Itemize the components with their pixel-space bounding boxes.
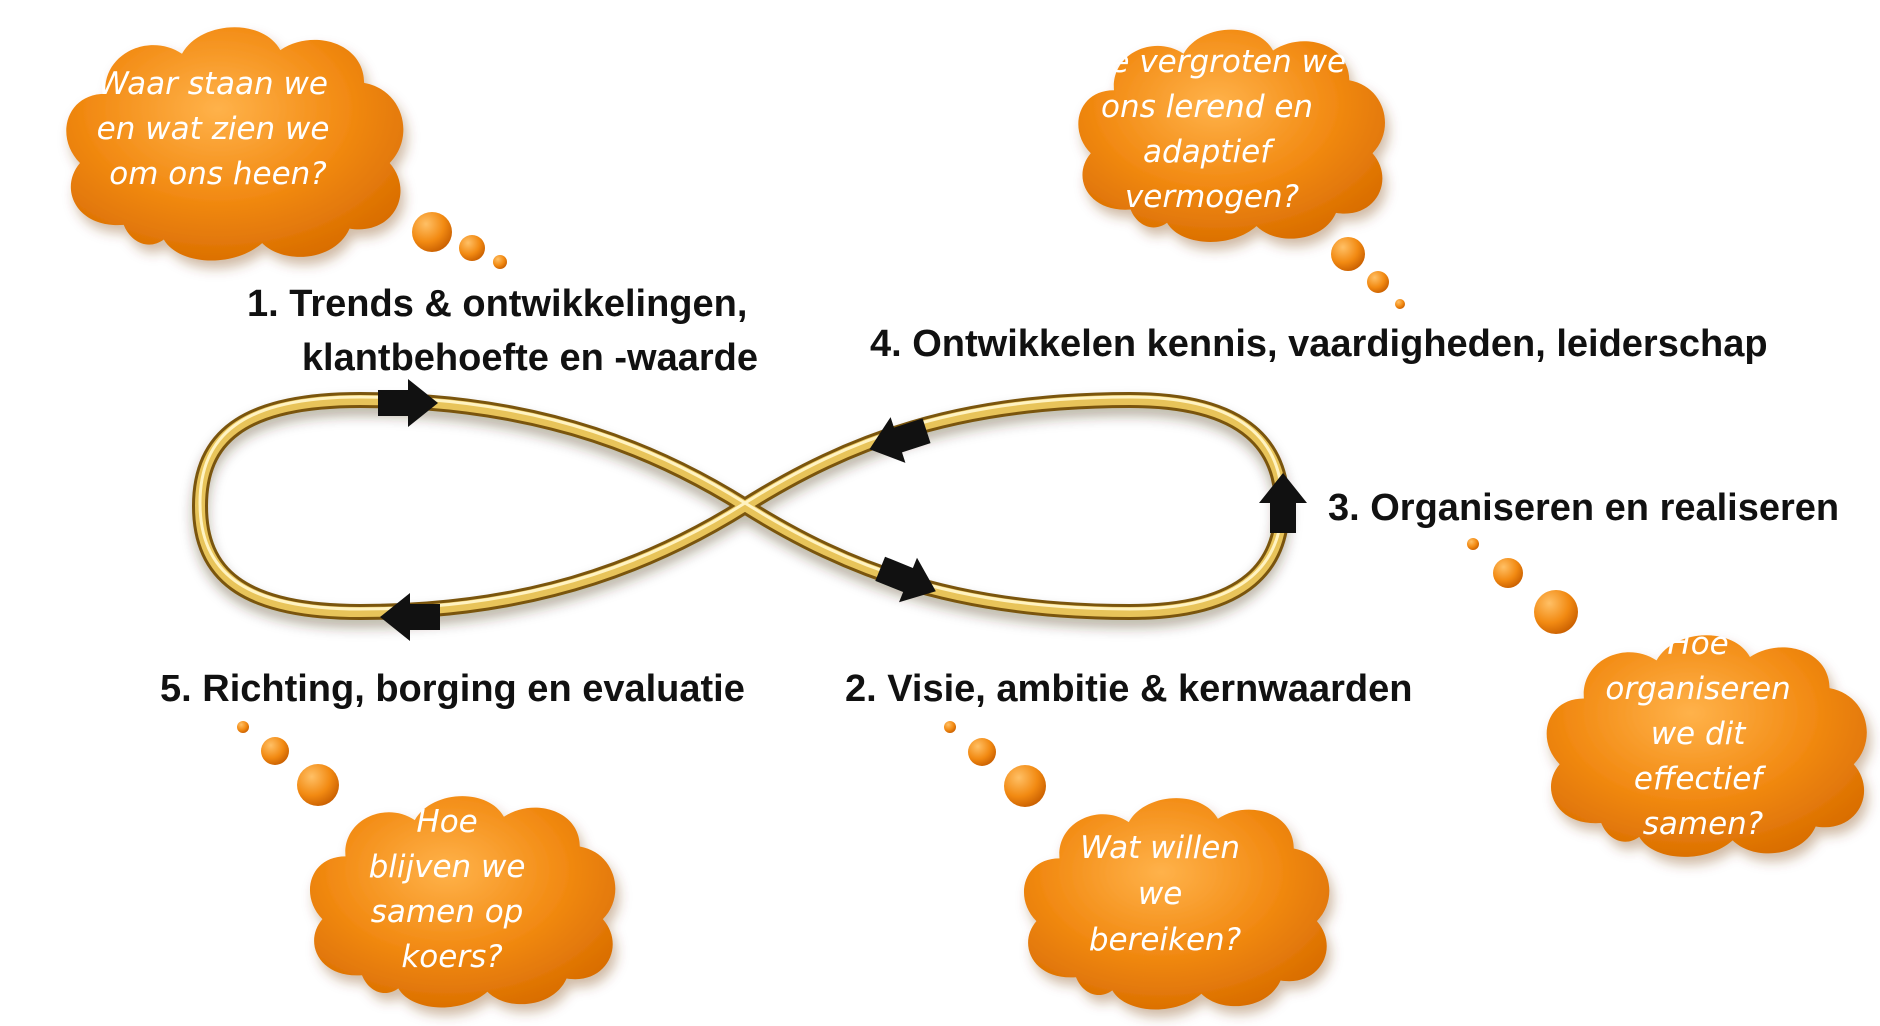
arrow-right-icon	[378, 379, 438, 427]
step-5-label: 5. Richting, borging en evaluatie	[160, 668, 745, 710]
arrow-up-icon	[1259, 473, 1307, 533]
cloud-3-question: Hoe organiseren we dit effectief samen?	[1605, 626, 1800, 842]
thought-bubble-icon	[66, 27, 507, 269]
step-1-label: 1. Trends & ontwikkelingen, klantbehoeft…	[247, 283, 758, 379]
cloud-5-question: Hoe blijven we samen op koers?	[369, 804, 536, 975]
step-2-label: 2. Visie, ambitie & kernwaarden	[845, 668, 1412, 710]
thought-bubble-icon	[1078, 29, 1405, 309]
arrow-left-icon	[869, 417, 931, 463]
arrow-left-icon	[380, 593, 440, 641]
step-4-label: 4. Ontwikkelen kennis, vaardigheden, lei…	[870, 323, 1768, 365]
thought-bubble-icon	[237, 721, 616, 1008]
arrow-right-icon	[875, 556, 936, 603]
thought-bubble-icon	[944, 721, 1330, 1010]
cloud-4-question: Wat willen we bereiken?	[1080, 830, 1250, 958]
step-3-label: 3. Organiseren en realiseren	[1328, 487, 1839, 529]
infinity-loop	[192, 392, 1290, 620]
cloud-2-question: Hoe vergroten we ons lerend en adaptief …	[1068, 44, 1356, 215]
thought-bubble-icon	[1467, 538, 1867, 857]
cloud-1-question: Waar staan we en wat zien we om ons heen…	[97, 66, 340, 192]
